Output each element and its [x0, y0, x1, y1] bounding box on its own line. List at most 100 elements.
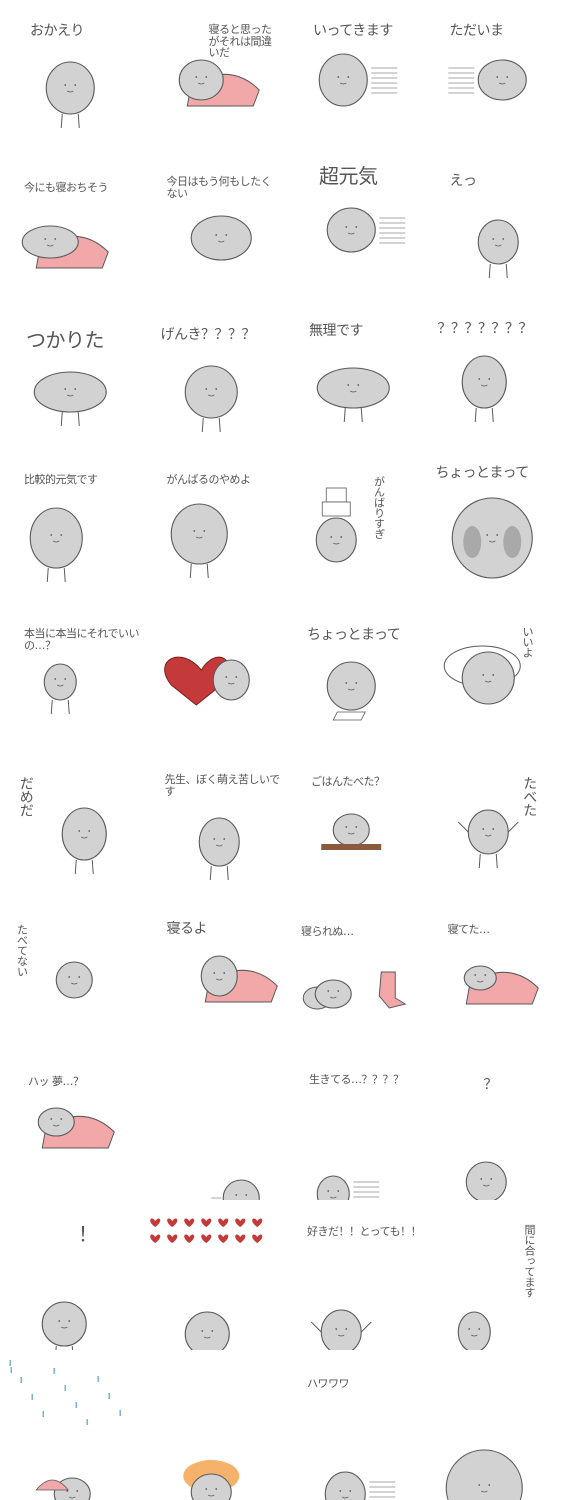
character-body [61, 807, 107, 861]
sticker-32[interactable]: ？ [422, 1050, 562, 1200]
sticker-22[interactable]: 先生、ぼく萌え苦しいです [141, 750, 282, 900]
character-body [190, 215, 252, 261]
eye-left [345, 682, 348, 684]
character-body [170, 503, 228, 565]
character-body [200, 955, 238, 997]
sticker-drawing [190, 215, 252, 261]
character-body [53, 1477, 91, 1500]
eye-left [485, 534, 488, 536]
paper-icon [332, 711, 366, 721]
mouth [227, 682, 234, 685]
sticker-caption: ハッ 夢…？ [28, 1075, 84, 1088]
sticker-14[interactable]: がんばるのやめよ [141, 450, 282, 600]
mouth [197, 82, 204, 85]
sticker-8[interactable]: えっ [422, 150, 562, 300]
sticker-11[interactable]: 無理です [281, 300, 422, 450]
sticker-5[interactable]: 今にも寝おちそう [0, 150, 141, 300]
sticker-drawing [457, 1311, 491, 1350]
sticker-drawing [198, 817, 240, 881]
sticker-34[interactable] [141, 1200, 282, 1350]
sticker-40[interactable] [422, 1350, 562, 1500]
mouth [333, 542, 340, 545]
mouth [217, 240, 224, 243]
sticker-7[interactable]: 超元気 [281, 150, 422, 300]
mouth [484, 680, 491, 683]
sticker-6[interactable]: 今日はもう何もしたくない [141, 150, 282, 300]
sticker-24[interactable]: たべた [422, 750, 562, 900]
sticker-12[interactable]: ？？？？？？？ [422, 300, 562, 450]
sticker-35[interactable]: 好きだ！！とっても！！ [281, 1200, 422, 1350]
character-body [222, 1179, 260, 1200]
sticker-36[interactable]: 間に合ってます [422, 1200, 562, 1350]
arms [457, 821, 519, 833]
character-body [315, 517, 357, 563]
sticker-23[interactable]: ごはんたべた？ [281, 750, 422, 900]
eye-left [330, 536, 333, 538]
sticker-10[interactable]: げんき？？？？ [141, 300, 282, 450]
sticker-18[interactable] [141, 600, 282, 750]
sticker-21[interactable]: だめだ [0, 750, 141, 900]
sticker-drawing [33, 371, 107, 427]
sticker-17[interactable]: 本当に本当にそれでいいの…？ [0, 600, 141, 750]
sticker-29[interactable]: ハッ 夢…？ [0, 1050, 141, 1200]
eye-right [222, 838, 225, 840]
sticker-30[interactable] [141, 1050, 282, 1200]
mouth [498, 82, 505, 85]
eye-right [74, 84, 77, 86]
sticker-caption: 超元気 [319, 164, 378, 188]
heart-icon [200, 1218, 211, 1227]
sticker-drawing [477, 219, 519, 279]
eye-left [66, 1490, 69, 1492]
sticker-26[interactable]: 寝るよ [141, 900, 282, 1050]
sticker-37[interactable] [0, 1350, 141, 1500]
eye-right [224, 234, 227, 236]
legs [74, 859, 94, 875]
sticker-15[interactable]: がんばりすぎ [281, 450, 422, 600]
eye-right [60, 534, 63, 536]
eye-left [337, 76, 340, 78]
character-body [326, 207, 376, 253]
eye-left [495, 76, 498, 78]
sticker-drawing [302, 971, 407, 1010]
sticker-drawing [316, 367, 390, 423]
eye-right [337, 1190, 340, 1192]
sticker-drawing [451, 497, 533, 579]
mouth [480, 384, 487, 387]
heart-icon [183, 1234, 194, 1243]
sticker-9[interactable]: つかりた [0, 300, 141, 450]
sticker-drawing [318, 53, 398, 107]
sticker-25[interactable]: たべてない [0, 900, 141, 1050]
sticker-drawing [29, 507, 83, 583]
mouth [207, 1494, 214, 1497]
sticker-33[interactable]: ！ [0, 1200, 141, 1350]
sticker-caption: 本当に本当にそれでいいの…？ [24, 627, 139, 652]
legs [209, 865, 229, 881]
sticker-16[interactable]: ちょっとまって [422, 450, 562, 600]
sticker-31[interactable]: 生きてる…？？？？ [281, 1050, 422, 1200]
sticker-28[interactable]: 寝てた… [422, 900, 562, 1050]
sticker-drawing [465, 1161, 507, 1200]
sticker-20[interactable]: いいよ [422, 600, 562, 750]
mouth [195, 536, 202, 539]
heart-icon [217, 1234, 228, 1243]
sticker-13[interactable]: 比較的元気です [0, 450, 141, 600]
sticker-drawing [316, 1175, 380, 1200]
eye-left [347, 384, 350, 386]
eye-right [74, 388, 77, 390]
sticker-caption: いってきます [313, 23, 393, 39]
sticker-drawing [9, 1360, 122, 1500]
character-body [457, 1311, 491, 1350]
mouth [53, 540, 60, 543]
sticker-3[interactable]: いってきます [281, 0, 422, 150]
heart-icon [149, 1234, 160, 1243]
sticker-2[interactable]: 寝ると思ったがそれは間違いだ [141, 0, 282, 150]
sticker-4[interactable]: ただいま [422, 0, 562, 150]
legs [474, 407, 494, 423]
legs [478, 853, 498, 869]
sticker-27[interactable]: 寝られぬ… [281, 900, 422, 1050]
sticker-39[interactable]: ハワワワ [281, 1350, 422, 1500]
sticker-1[interactable]: おかえり [0, 0, 141, 150]
sticker-38[interactable] [141, 1350, 282, 1500]
sticker-19[interactable]: ちょっとまって [281, 600, 422, 750]
